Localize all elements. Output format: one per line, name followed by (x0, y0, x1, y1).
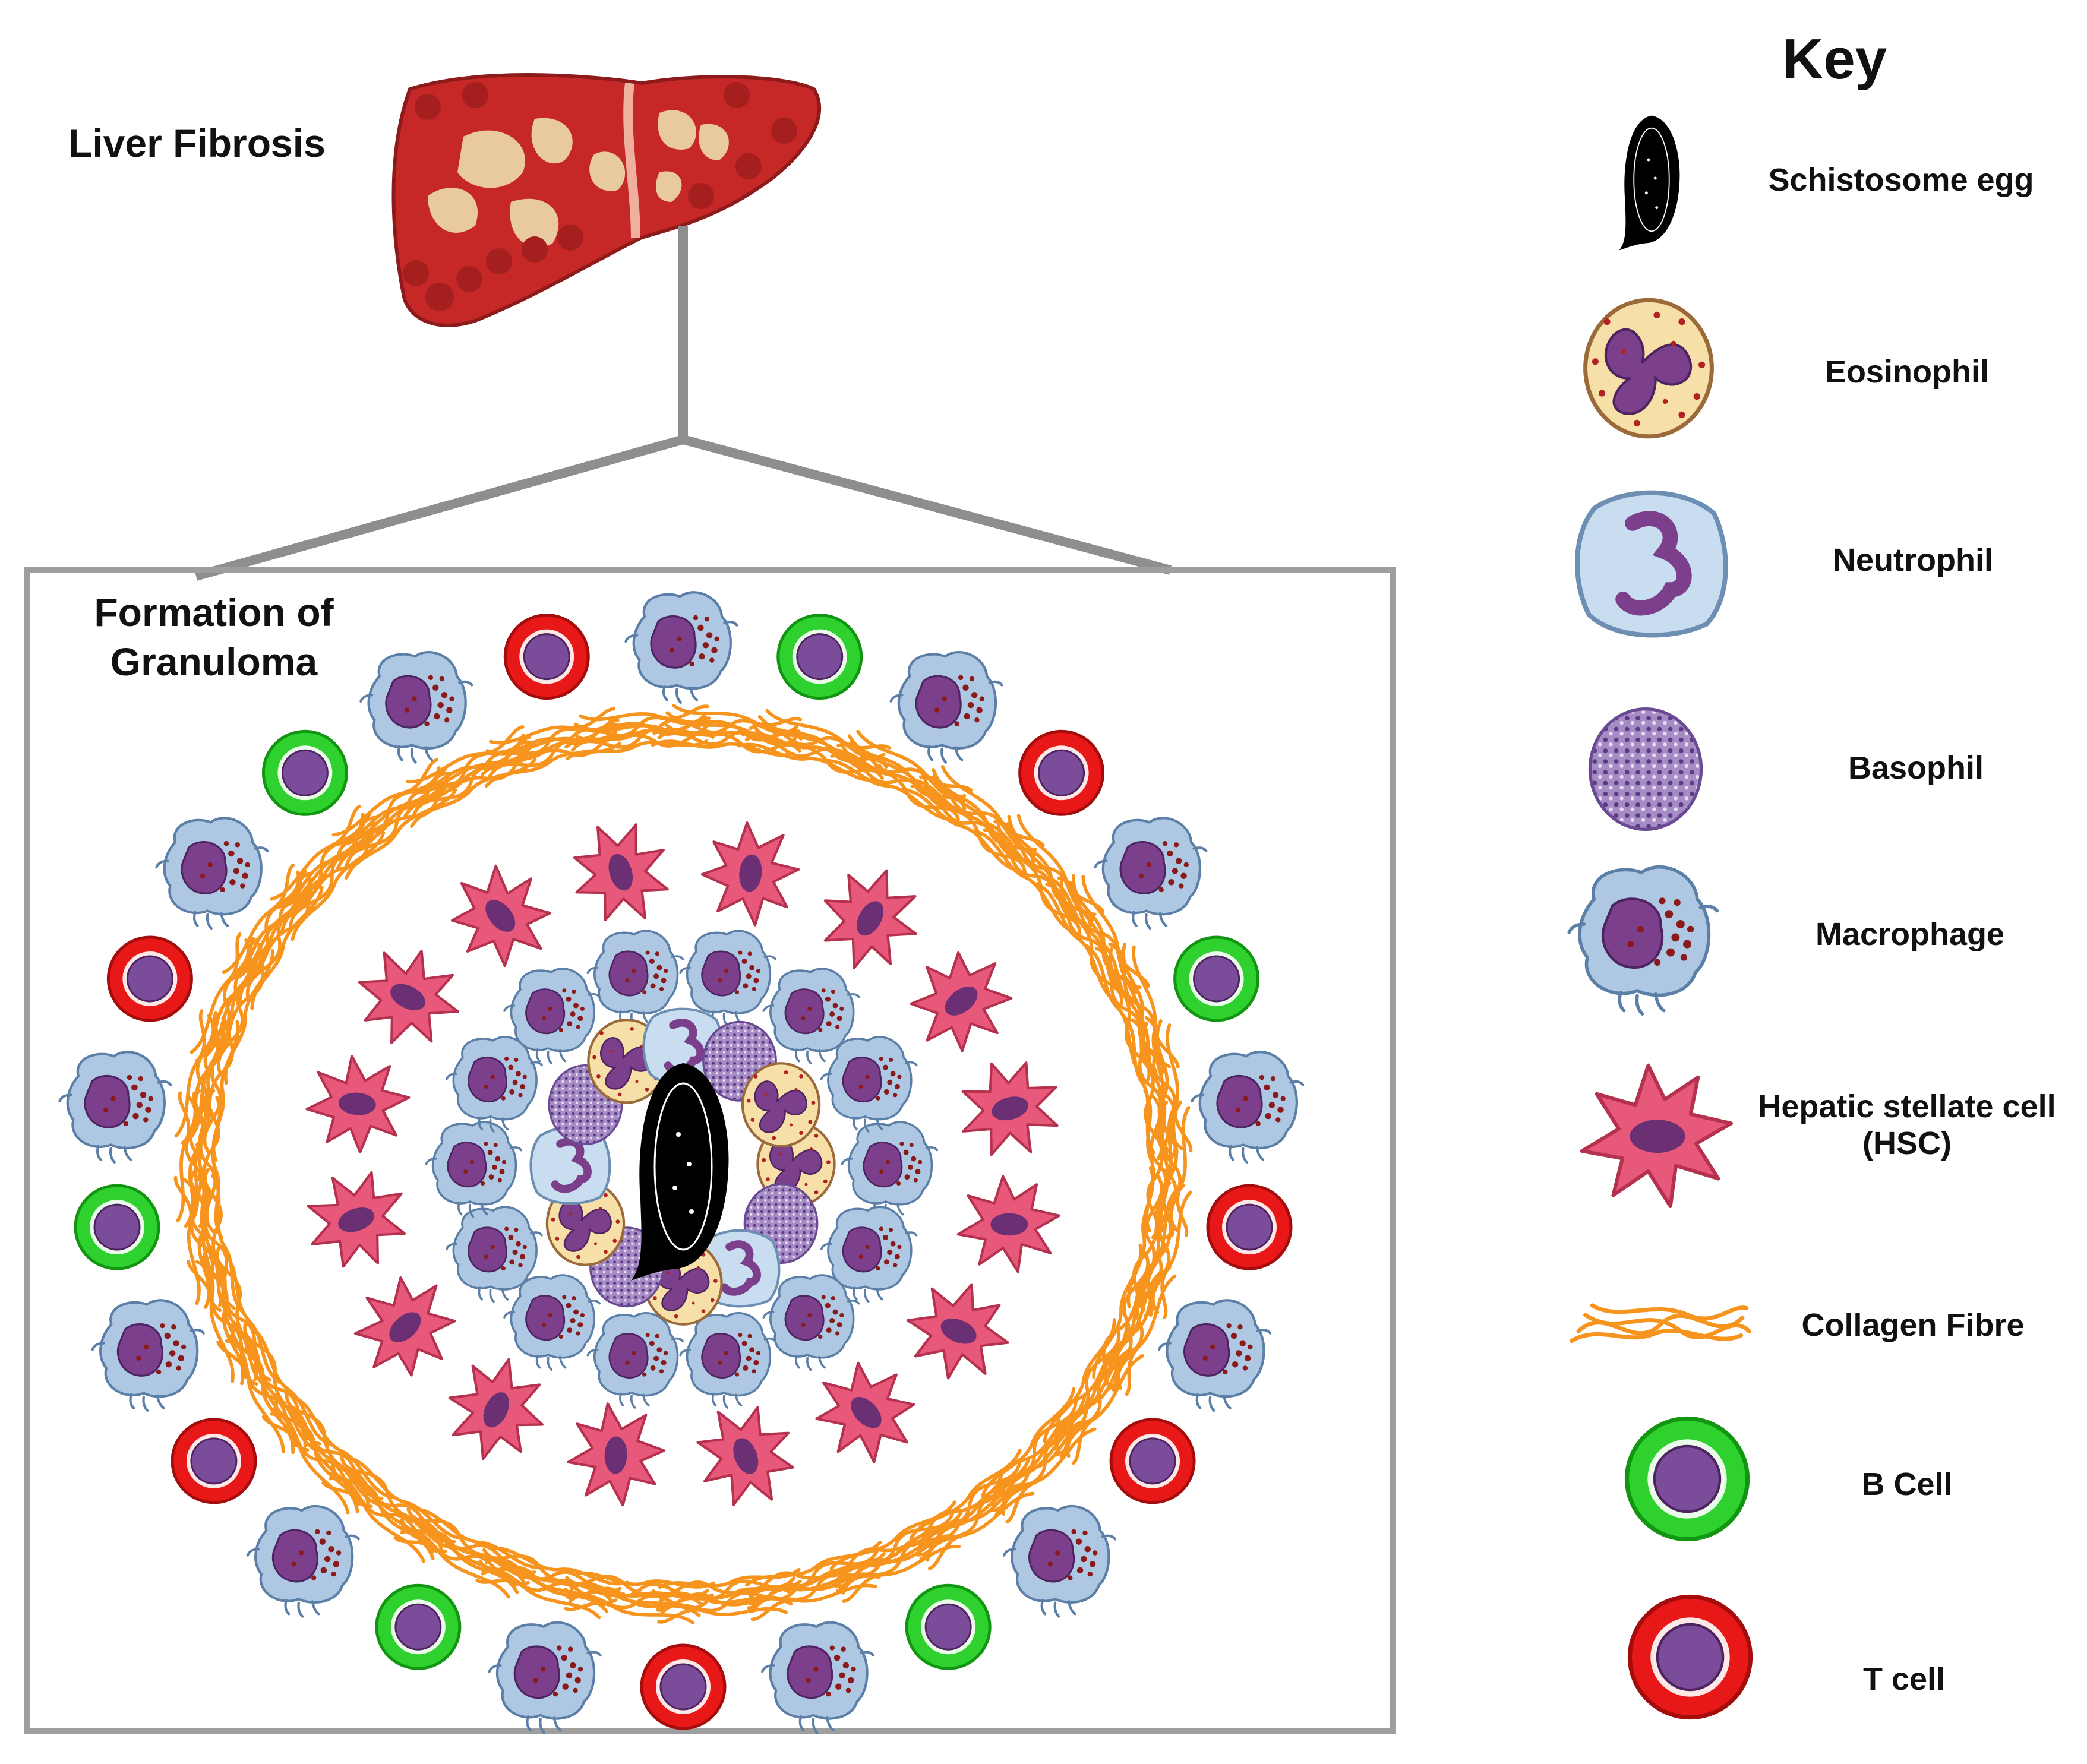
neutrophil-icon (1577, 493, 1726, 636)
key-label-b-cell: B Cell (1861, 1466, 1953, 1502)
hepatic-stellate-cell (958, 1177, 1059, 1272)
liver-illustration (391, 73, 822, 327)
hepatic-stellate-cell (336, 1258, 475, 1396)
macrophage (446, 1036, 543, 1133)
key-label-macrophage: Macrophage (1815, 916, 2005, 952)
eosinophil-icon (1586, 300, 1712, 437)
macrophage (820, 1036, 918, 1133)
macrophage (503, 1274, 601, 1371)
eosinophil (743, 1063, 819, 1146)
b-cell-icon (1627, 1419, 1748, 1539)
macrophage (1095, 818, 1206, 928)
hepatic-stellate-cell (893, 1267, 1023, 1394)
macrophage (762, 1274, 860, 1371)
granuloma-title-line2: Granuloma (110, 639, 318, 684)
t-cell (642, 1645, 725, 1728)
hepatic-stellate-cell (431, 847, 569, 986)
key-label-hsc-line2: (HSC) (1862, 1126, 1952, 1161)
b-cell (907, 1585, 990, 1668)
key-label-collagen-fibre: Collagen Fibre (1801, 1307, 2025, 1343)
t-cell (108, 937, 191, 1020)
hepatic-stellate-cell (797, 1342, 936, 1481)
key-label-schistosome-egg: Schistosome egg (1768, 162, 2034, 198)
t-cell (1111, 1420, 1194, 1503)
macrophage (841, 1121, 939, 1218)
granuloma-title-line1: Formation of (94, 590, 334, 634)
key-label-t-cell: T cell (1862, 1661, 1946, 1697)
t-cell (172, 1420, 255, 1503)
t-cell-icon (1630, 1597, 1751, 1718)
collagen-fibre (260, 803, 381, 931)
hepatic-stellate-cell-icon (1582, 1066, 1731, 1206)
hepatic-stellate-cell (567, 1402, 665, 1507)
b-cell (377, 1585, 460, 1668)
macrophage (59, 1052, 171, 1162)
macrophage-icon (1569, 867, 1717, 1014)
liver-fibrosis-title: Liver Fibrosis (68, 121, 326, 165)
macrophage (490, 1623, 601, 1733)
key-label-eosinophil: Eosinophil (1825, 354, 1989, 390)
hepatic-stellate-cell (803, 852, 936, 987)
macrophage (425, 1121, 523, 1218)
macrophage (679, 1311, 777, 1409)
hepatic-stellate-cell (432, 1343, 561, 1475)
hepatic-stellate-cell (560, 811, 681, 935)
b-cell (75, 1186, 159, 1269)
macrophage (93, 1300, 204, 1411)
b-cell (263, 731, 346, 814)
b-cell (778, 615, 861, 698)
macrophage (626, 592, 737, 703)
collagen-fibre (986, 1397, 1106, 1525)
hepatic-stellate-cell (304, 1053, 412, 1155)
t-cell (1020, 731, 1103, 814)
macrophage (1159, 1300, 1270, 1411)
zoom-connector (194, 226, 1172, 581)
macrophage (762, 1623, 873, 1733)
basophil-icon (1590, 709, 1701, 830)
collagen-fibre-icon (1572, 1305, 1750, 1341)
granuloma-frame (24, 567, 1396, 1734)
hepatic-stellate-cell (697, 818, 803, 929)
granuloma-title: Formation of Granuloma (86, 588, 342, 686)
key-label-basophil: Basophil (1848, 750, 1984, 786)
macrophage (891, 652, 1002, 763)
macrophage (1192, 1052, 1303, 1162)
key-label-neutrophil: Neutrophil (1833, 542, 1993, 578)
schistosome-egg-icon (1618, 115, 1681, 251)
hepatic-stellate-cell (293, 1158, 420, 1281)
hepatic-stellate-cell (948, 1049, 1071, 1167)
key-label-hsc: Hepatic stellate cell (HSC) (1741, 1088, 2073, 1162)
macrophage (156, 818, 267, 928)
macrophage (586, 1311, 684, 1409)
key-label-hsc-line1: Hepatic stellate cell (1758, 1089, 2056, 1124)
hepatic-stellate-cell (891, 932, 1030, 1070)
b-cell (1175, 937, 1258, 1020)
t-cell (505, 615, 588, 698)
macrophage (1004, 1506, 1115, 1617)
hepatic-stellate-cell (342, 932, 475, 1063)
hepatic-stellate-cell (683, 1391, 809, 1519)
key-title: Key (1782, 27, 1887, 91)
key-icons (1569, 115, 1751, 1718)
macrophage (361, 652, 472, 763)
t-cell (1208, 1186, 1291, 1269)
macrophage (248, 1506, 359, 1617)
